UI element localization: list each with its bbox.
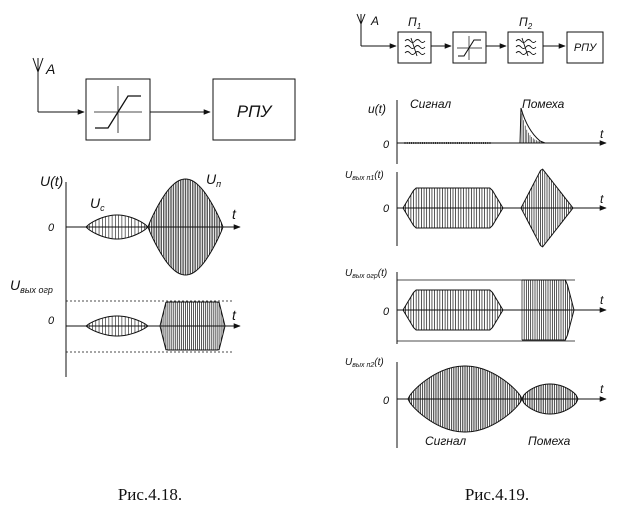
waveform-envelope: [159, 325, 226, 351]
fig19-p1-zero: 0: [383, 139, 390, 151]
waveform-envelope: [522, 279, 575, 311]
fig19-p4-noise-label: Помеха: [528, 434, 571, 448]
fig18-antenna-label: A: [45, 61, 55, 77]
fig19-p4-axis-label: Uвых п2(t): [345, 357, 384, 369]
bandpass-filter-icon: [404, 37, 426, 57]
fig18-bottom-noise-burst: [159, 301, 226, 351]
fig19-plot-filter1: Uвых п1(t) 0 t: [345, 168, 607, 248]
fig18-top-signal-burst: [85, 214, 149, 240]
fig19-p3-signal-burst: [402, 289, 504, 331]
fig19-caption: Рис.4.19.: [465, 485, 529, 504]
fig19-p4-zero: 0: [383, 395, 390, 407]
waveform-envelope: [85, 315, 149, 327]
fig19-p2-axis-label: Uвых п1(t): [345, 170, 384, 182]
fig19-p1-noise-pulse: [519, 107, 546, 144]
fig19-limiter-block: [452, 31, 487, 64]
waveform-envelope: [522, 309, 575, 341]
fig19-plot-limited: Uвых огр(t) 0 t: [345, 268, 607, 344]
fig18-bottom-axis-label: Uвых огр: [10, 277, 53, 295]
fig19-p2-noise-burst: [520, 168, 574, 248]
bandpass-filter-icon: [515, 37, 537, 57]
waveform-envelope: [520, 168, 574, 209]
fig19-filter1-block: [397, 31, 432, 64]
fig18-noise-label: Uп: [206, 171, 221, 189]
fig18-caption: Рис.4.18.: [118, 485, 182, 504]
fig18-block-diagram: A РПУ: [32, 57, 296, 141]
waveform-envelope: [407, 365, 523, 400]
fig18-top-noise-burst: [147, 178, 224, 276]
limiter-characteristic-icon: [94, 86, 142, 133]
fig19-p4-signal-burst: [407, 365, 523, 433]
fig19-p1-signal-burst: [404, 142, 491, 144]
fig19-p1-axis-label: u(t): [368, 102, 386, 116]
waveform-envelope: [521, 383, 579, 400]
waveform-envelope: [407, 398, 523, 433]
fig18-plot-limited: Uвых огр 0 t: [10, 277, 241, 377]
fig18-plot-input: U(t) 0 t Uc Uп: [40, 171, 241, 280]
fig19-p4-signal-label: Сигнал: [425, 434, 466, 448]
fig19-antenna-icon: [356, 13, 366, 46]
waveform-envelope: [147, 178, 224, 228]
fig18-top-t-label: t: [232, 206, 237, 222]
fig19-p1-signal-label: Сигнал: [410, 97, 451, 111]
fig18-top-zero: 0: [48, 222, 55, 234]
fig19-plot-filter2: Uвых п2(t) 0 t Сигнал Помеха: [345, 357, 607, 448]
fig19-p3-noise-burst: [521, 279, 575, 341]
fig19-filter1-label: П1: [408, 15, 421, 31]
fig18-receiver-block: [212, 78, 296, 141]
waveform-envelope: [519, 107, 546, 144]
waveform-envelope: [402, 289, 504, 311]
fig19-p2-t: t: [600, 192, 604, 206]
fig18-bottom-t-label: t: [232, 307, 237, 323]
waveform-envelope: [85, 325, 149, 337]
limiter-characteristic-icon: [457, 36, 482, 60]
fig19-block-diagram: A П1 П2 РПУ: [356, 13, 604, 64]
fig18-signal-label: Uc: [90, 195, 105, 213]
fig19-filter2-block: [507, 31, 544, 64]
fig19-filter2-label: П2: [519, 15, 533, 31]
fig19-p4-t: t: [600, 382, 604, 396]
fig19-p2-zero: 0: [383, 203, 390, 215]
fig19-p1-noise-label: Помеха: [522, 97, 565, 111]
waveform-envelope: [159, 301, 226, 327]
fig18-limiter-block: [85, 78, 151, 141]
fig18-bottom-signal-burst: [85, 315, 149, 337]
fig19-plot-input: u(t) 0 t Сигнал Помеха: [368, 97, 607, 164]
fig18-top-axis-label: U(t): [40, 173, 63, 189]
fig18-antenna-icon: [32, 57, 44, 112]
fig19-receiver-block: [566, 31, 604, 64]
waveform-envelope: [521, 398, 579, 415]
fig19-p3-axis-label: Uвых огр(t): [345, 268, 387, 280]
waveform-envelope: [85, 214, 149, 228]
waveform-envelope: [85, 226, 149, 240]
waveform-envelope: [520, 207, 574, 248]
fig18-receiver-label: РПУ: [237, 102, 274, 121]
fig19-receiver-label: РПУ: [574, 42, 597, 54]
fig19-p3-zero: 0: [383, 306, 390, 318]
waveform-envelope: [147, 226, 224, 276]
waveform-envelope: [402, 187, 504, 209]
fig19-p3-t: t: [600, 293, 604, 307]
fig19-antenna-label: A: [370, 14, 379, 28]
fig18-bottom-zero: 0: [48, 315, 55, 327]
waveform-envelope: [402, 207, 504, 229]
fig19-p1-t: t: [600, 127, 604, 141]
waveform-envelope: [402, 309, 504, 331]
fig19-p2-signal-burst: [402, 187, 504, 229]
fig19-p4-noise-burst: [521, 383, 579, 415]
